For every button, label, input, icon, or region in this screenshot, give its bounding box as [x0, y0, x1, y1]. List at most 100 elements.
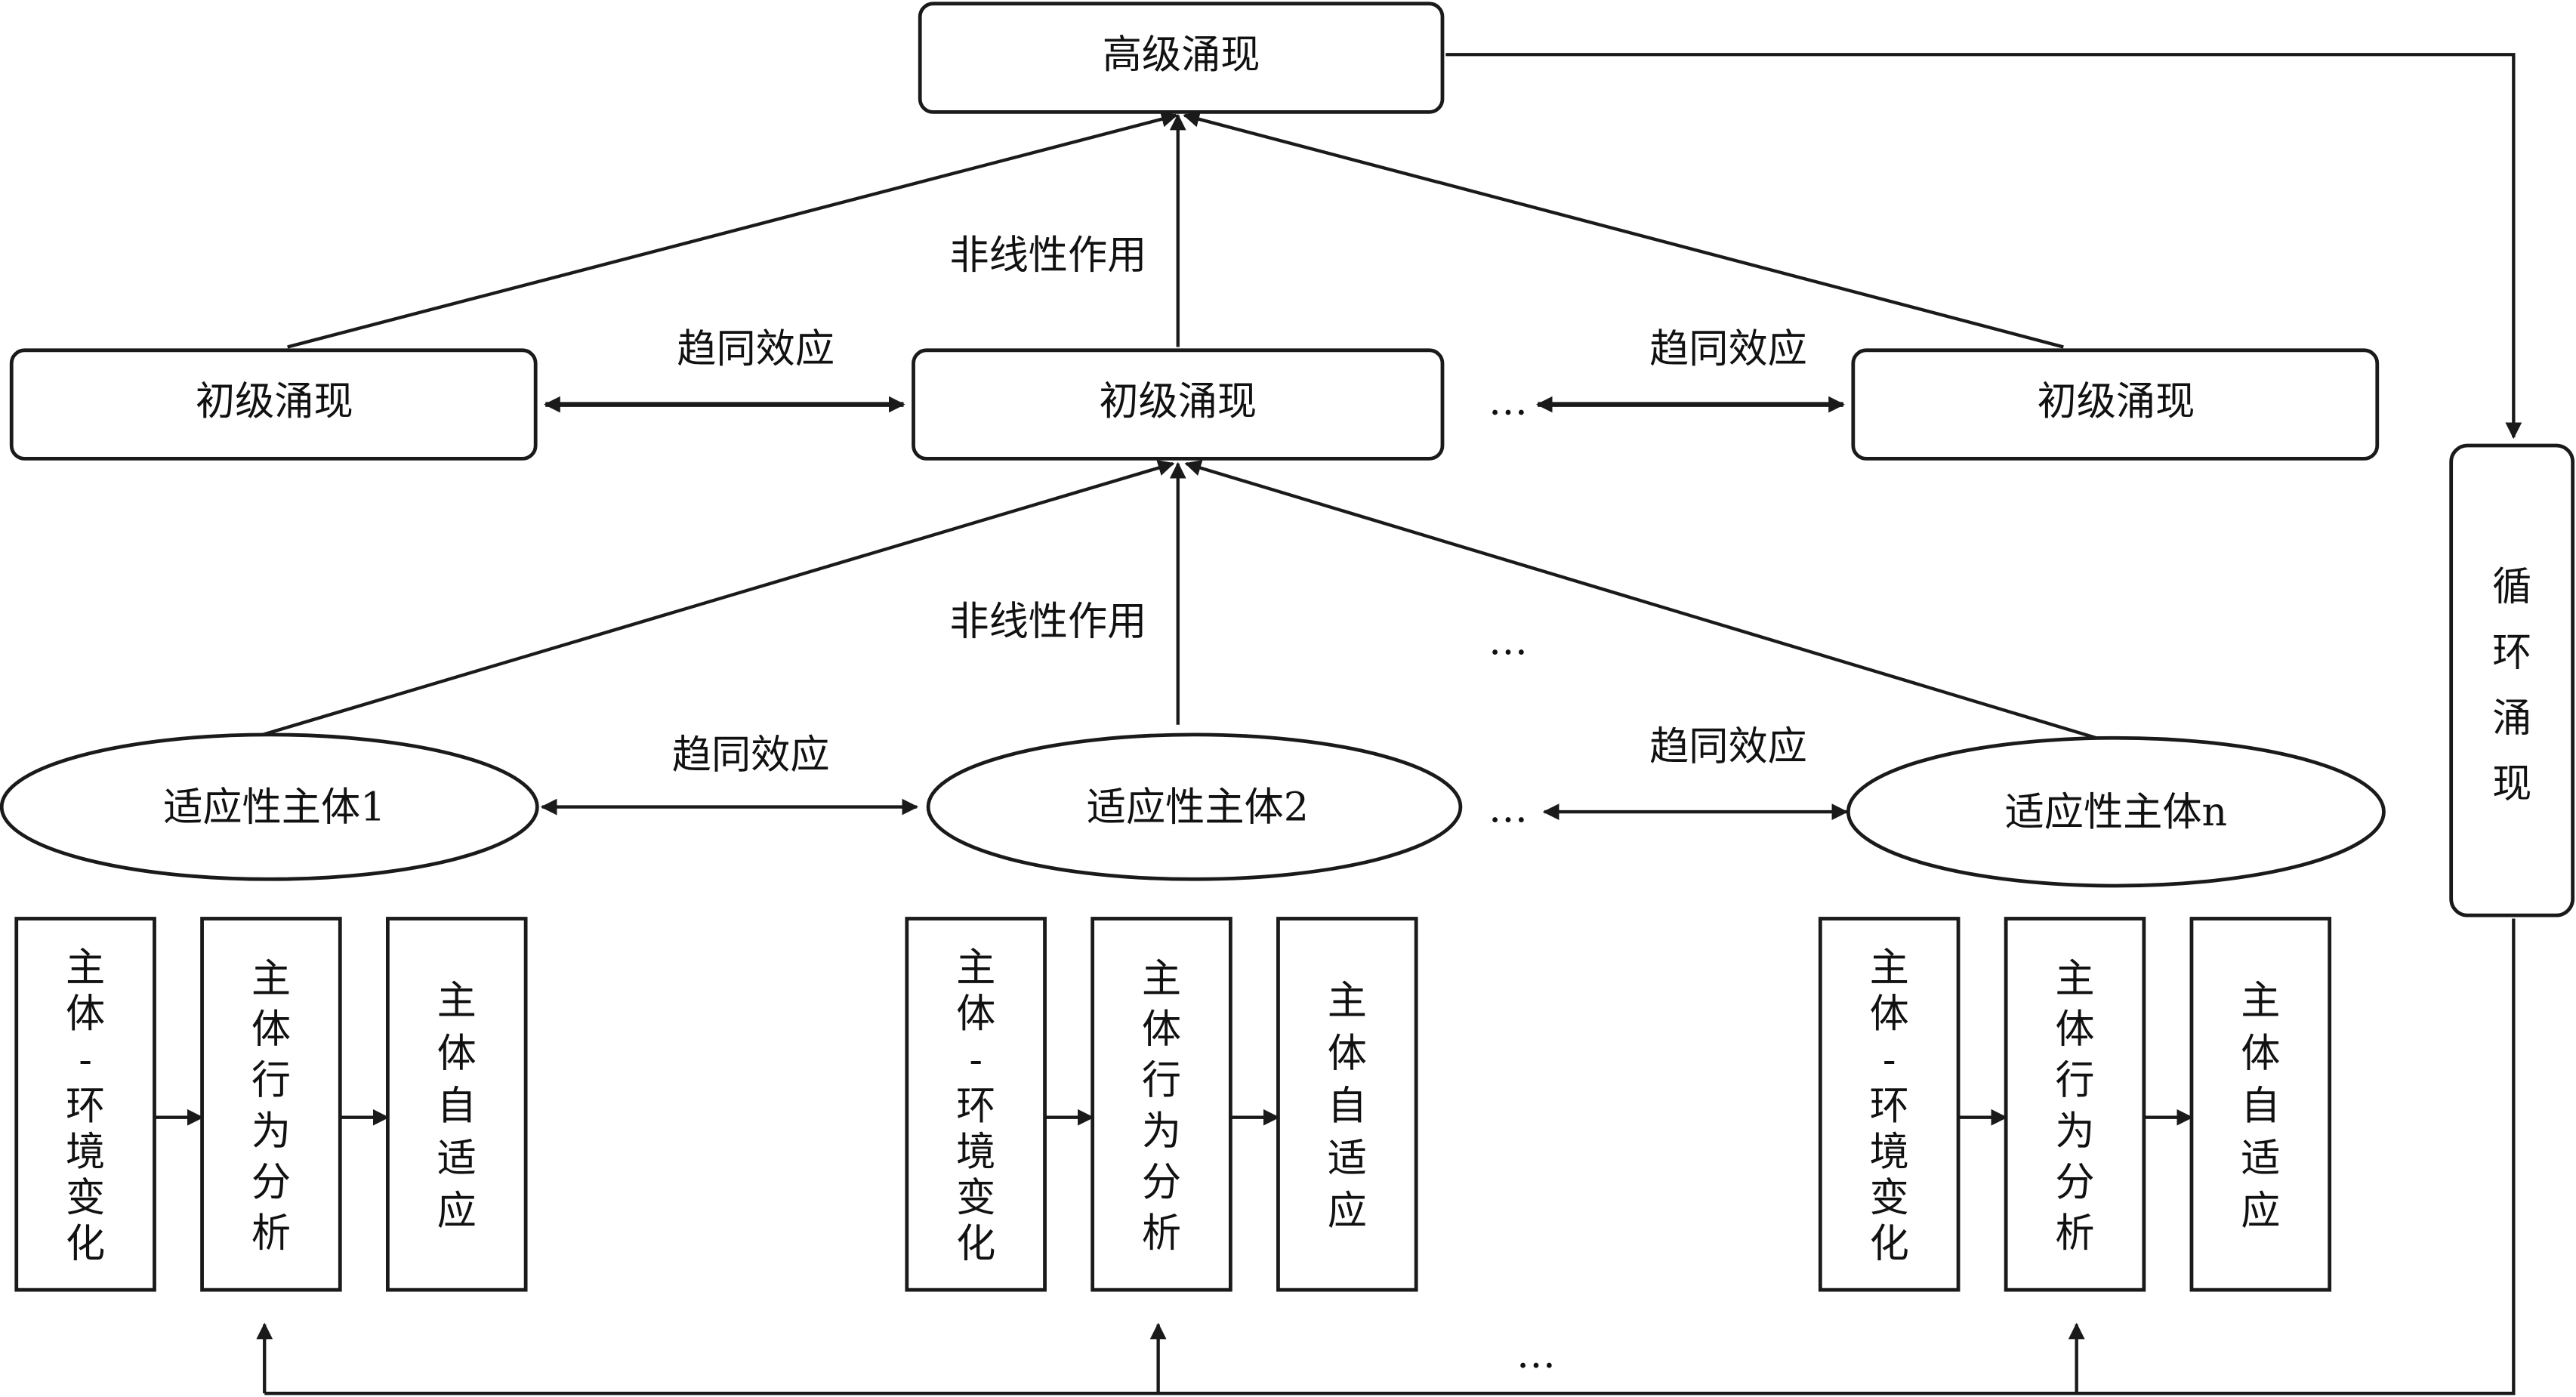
convergence-label-agent-1: 趋同效应 — [672, 732, 830, 778]
process-step-char: 行 — [1142, 1058, 1181, 1103]
agent-node-2: 适应性主体2 — [926, 732, 1463, 881]
agent-label: 适应性主体2 — [1087, 785, 1309, 830]
process-step-char: 适 — [1328, 1136, 1367, 1182]
agent-node-n: 适应性主体n — [1846, 736, 2386, 888]
process-step-char: - — [1883, 1038, 1896, 1083]
process-step-box — [1818, 917, 1961, 1292]
process-groups: 主体-环境变化主体行为分析主体自适应主体-环境变化主体行为分析主体自适应主体-环… — [14, 917, 2332, 1292]
convergence-label-primary-1: 趋同效应 — [677, 326, 835, 372]
process-step-char: 主 — [1328, 979, 1367, 1024]
process-step-box — [1276, 917, 1418, 1292]
process-step-char: 化 — [1870, 1222, 1909, 1267]
process-step-char: 体 — [956, 991, 995, 1037]
process-step-box — [1091, 917, 1232, 1292]
edge-agentn-to-primary — [1184, 460, 2097, 740]
cycle-char: 现 — [2492, 762, 2531, 807]
convergence-label-primary-2: 趋同效应 — [1649, 326, 1807, 372]
agent-label: 适应性主体1 — [163, 785, 385, 830]
process-step-char: - — [79, 1038, 92, 1083]
process-step-char: 主 — [1142, 956, 1181, 1001]
process-step-char: 主 — [437, 979, 477, 1024]
process-step-char: 主 — [1870, 945, 1909, 991]
process-step-char: 析 — [1142, 1210, 1181, 1256]
process-step-box — [200, 917, 342, 1292]
ellipsis-middle: … — [1489, 619, 1528, 665]
process-step-box — [2004, 917, 2146, 1292]
process-step-char: - — [969, 1038, 983, 1083]
process-step-char: 环 — [66, 1084, 105, 1129]
process-step-char: 应 — [2241, 1189, 2280, 1234]
process-step-char: 体 — [1870, 991, 1909, 1037]
process-step-char: 主 — [2055, 956, 2094, 1001]
process-step-char: 境 — [956, 1130, 995, 1175]
process-step-char: 主 — [66, 945, 105, 991]
primary-emergence-node-3: 初级涌现 — [1851, 348, 2380, 461]
process-step-char: 为 — [251, 1109, 291, 1155]
ellipsis-bottom: … — [1516, 1332, 1556, 1377]
process-step-char: 化 — [956, 1222, 995, 1267]
cycle-char: 涌 — [2492, 696, 2531, 742]
process-step-char: 化 — [66, 1222, 105, 1267]
process-step-char: 变 — [1870, 1176, 1909, 1221]
cycle-char: 环 — [2492, 630, 2531, 675]
convergence-label-agent-2: 趋同效应 — [1649, 724, 1807, 769]
process-step-char: 自 — [2241, 1084, 2280, 1129]
process-step-char: 变 — [66, 1176, 105, 1221]
process-step-char: 主 — [251, 956, 291, 1001]
process-step-box — [14, 917, 156, 1292]
primary-emergence-node-2: 初级涌现 — [912, 348, 1445, 461]
primary-emergence-label: 初级涌现 — [2038, 379, 2195, 424]
process-step-char: 行 — [251, 1058, 291, 1103]
edge-primary1-to-top — [287, 111, 1178, 349]
process-step-char: 体 — [1142, 1007, 1181, 1053]
process-step-char: 环 — [1870, 1084, 1909, 1129]
ellipsis-agent: … — [1489, 787, 1528, 832]
cycle-char: 循 — [2492, 564, 2531, 609]
agent-node-1: 适应性主体1 — [0, 732, 539, 881]
edge-agent1-to-primary — [262, 460, 1175, 736]
process-step-char: 为 — [2055, 1109, 2094, 1155]
process-step-char: 析 — [2055, 1210, 2094, 1256]
process-step-char: 行 — [2055, 1058, 2094, 1103]
process-step-char: 体 — [251, 1007, 291, 1053]
nonlinear-label-top: 非线性作用 — [949, 233, 1146, 278]
process-step-box — [905, 917, 1047, 1292]
process-step-char: 自 — [1328, 1084, 1367, 1129]
process-step-char: 体 — [2241, 1031, 2280, 1076]
process-step-char: 分 — [1142, 1160, 1181, 1205]
process-step-char: 自 — [437, 1084, 477, 1129]
process-step-char: 环 — [956, 1084, 995, 1129]
process-step-char: 应 — [437, 1189, 477, 1234]
primary-emergence-label: 初级涌现 — [196, 379, 353, 424]
edge-top-to-cycle — [1445, 53, 2522, 439]
process-step-char: 主 — [956, 945, 995, 991]
process-step-char: 体 — [1328, 1031, 1367, 1076]
process-step-char: 适 — [437, 1136, 477, 1182]
process-step-char: 体 — [437, 1031, 477, 1076]
advanced-emergence-label: 高级涌现 — [1103, 32, 1260, 78]
advanced-emergence-node: 高级涌现 — [918, 2, 1445, 114]
primary-emergence-node-1: 初级涌现 — [9, 348, 538, 461]
agent-label: 适应性主体n — [2005, 790, 2228, 835]
process-step-char: 分 — [251, 1160, 291, 1205]
primary-emergence-label: 初级涌现 — [1099, 379, 1257, 424]
process-step-box — [385, 917, 528, 1292]
process-step-box — [2189, 917, 2332, 1292]
process-step-char: 主 — [2241, 979, 2280, 1024]
process-step-char: 为 — [1142, 1109, 1181, 1155]
process-step-char: 境 — [66, 1130, 105, 1175]
process-step-char: 体 — [66, 991, 105, 1037]
process-step-char: 适 — [2241, 1136, 2280, 1182]
process-step-char: 体 — [2055, 1007, 2094, 1053]
nonlinear-label-bottom: 非线性作用 — [949, 600, 1146, 645]
edge-primary3-to-top — [1183, 111, 2064, 349]
ellipsis-primary: … — [1489, 379, 1528, 424]
edge-cycle-feedback — [264, 918, 2516, 1395]
process-step-char: 分 — [2055, 1160, 2094, 1205]
